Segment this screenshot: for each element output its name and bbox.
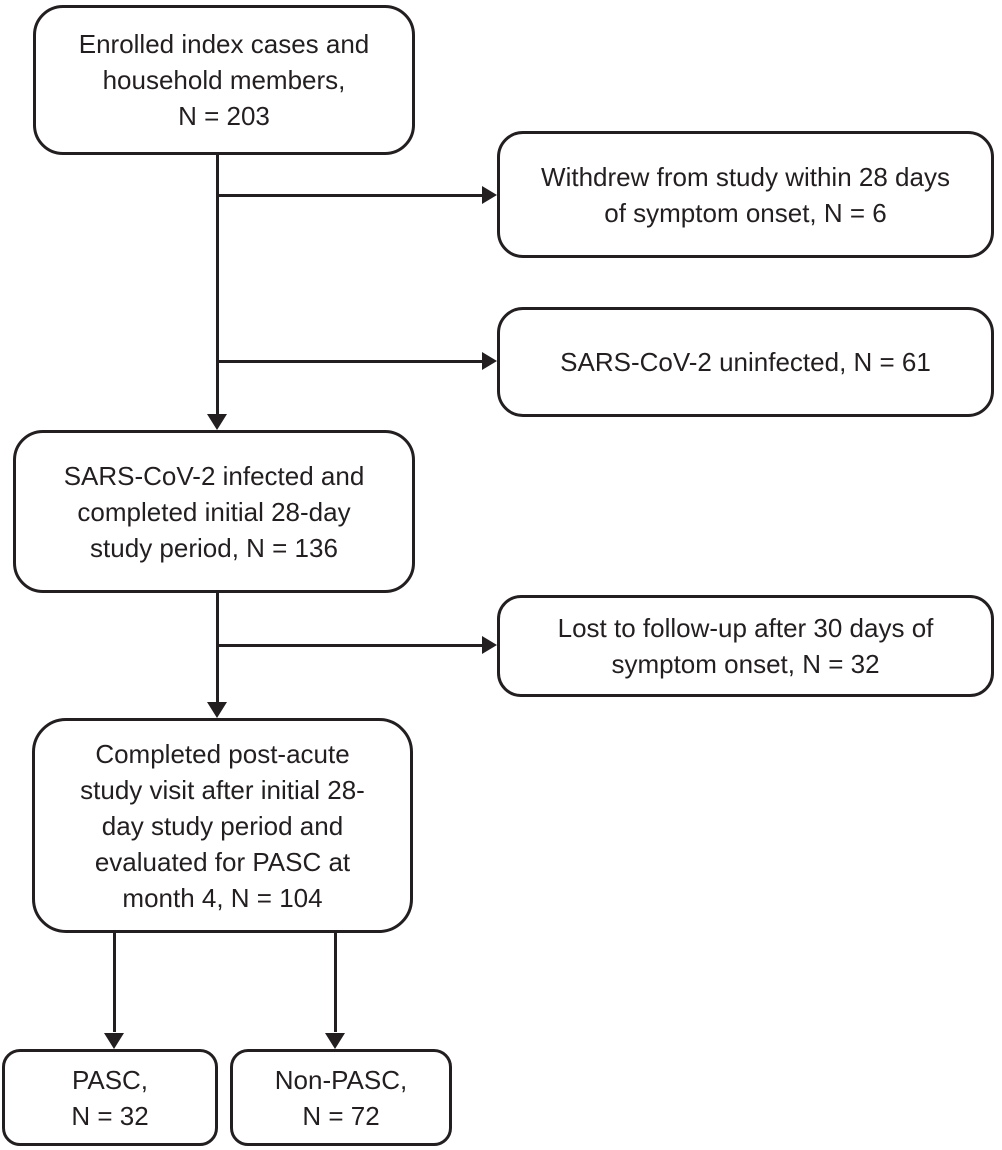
flow-box-infected-line-3: study period, N = 136 [90,532,338,563]
flow-box-non-pasc: Non-PASC, N = 72 [230,1049,452,1146]
arrowhead-right-uninfected-icon [482,352,497,370]
connector-post-acute-to-pasc [113,933,116,1032]
flow-box-infected-line-1: SARS-CoV-2 infected and [63,460,365,491]
flow-box-withdrew-line-1: Withdrew from study within 28 days [541,161,950,192]
flow-box-withdrew: Withdrew from study within 28 days of sy… [497,131,994,258]
arrowhead-down-non-pasc-icon [325,1033,345,1049]
flow-box-post-acute-line-4: evaluated for PASC at [94,846,351,877]
connector-branch-to-withdrew [218,194,482,197]
arrowhead-right-withdrew-icon [482,186,497,204]
connector-enrolled-to-infected [216,155,219,416]
flow-box-non-pasc-line-1: Non-PASC, [274,1064,408,1095]
flow-box-post-acute-line-2: study visit after initial 28- [80,774,365,805]
flow-box-non-pasc-line-2: N = 72 [302,1100,380,1131]
flow-box-enrolled: Enrolled index cases and household membe… [33,5,415,155]
flow-box-infected-line-2: completed initial 28-day [77,496,351,527]
flow-box-pasc-line-1: PASC, [71,1064,149,1095]
flow-box-lost-followup-line-1: Lost to follow-up after 30 days of [557,613,934,643]
flow-box-enrolled-line-2: household members, [102,65,346,95]
connector-post-acute-to-non-pasc [334,933,337,1032]
connector-branch-to-lost-followup [218,644,482,647]
flow-box-post-acute-line-5: month 4, N = 104 [122,882,323,913]
flow-box-post-acute-line-3: day study period and [101,810,344,841]
flow-box-post-acute: Completed post-acute study visit after i… [32,718,413,933]
flow-box-uninfected-line-1: SARS-CoV-2 uninfected, N = 61 [560,347,931,377]
arrowhead-down-post-acute-icon [207,702,227,718]
flow-box-lost-followup: Lost to follow-up after 30 days of sympt… [497,595,994,697]
flow-box-post-acute-line-1: Completed post-acute [95,738,350,769]
flow-box-withdrew-line-2: of symptom onset, N = 6 [604,197,887,228]
arrowhead-right-lost-followup-icon [482,636,497,654]
flow-box-enrolled-line-1: Enrolled index cases and [78,29,370,59]
flow-box-uninfected: SARS-CoV-2 uninfected, N = 61 [497,307,994,417]
flow-box-infected: SARS-CoV-2 infected and completed initia… [13,430,415,593]
connector-infected-to-post-acute [216,593,219,702]
arrowhead-down-pasc-icon [104,1033,124,1049]
flow-box-enrolled-line-3: N = 203 [178,101,270,131]
connector-branch-to-uninfected [218,360,482,363]
arrowhead-down-infected-icon [207,414,227,430]
flow-box-pasc: PASC, N = 32 [2,1049,218,1146]
flow-box-pasc-line-2: N = 32 [71,1100,149,1131]
flow-box-lost-followup-line-2: symptom onset, N = 32 [611,649,880,679]
